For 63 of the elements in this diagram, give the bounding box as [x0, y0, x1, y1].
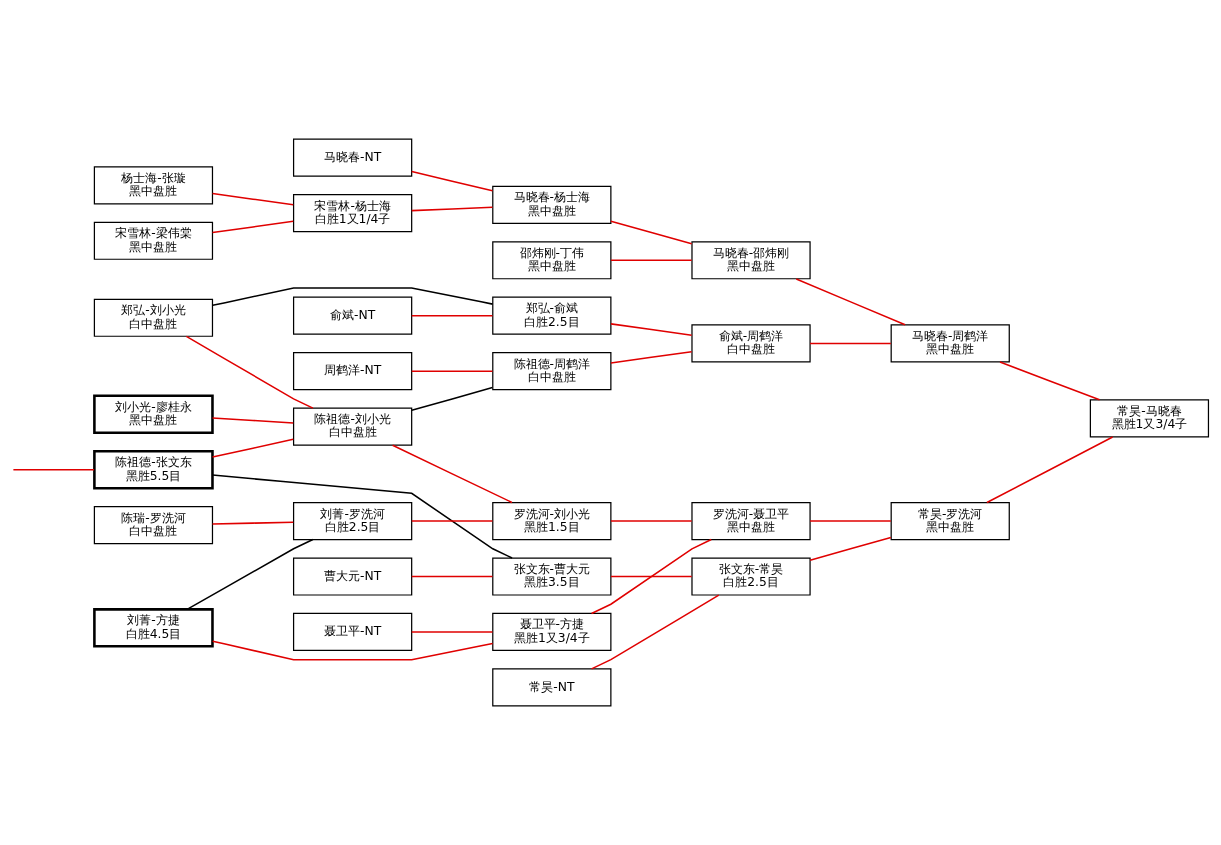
connector [411, 520, 494, 522]
connector [211, 220, 294, 234]
node-box: 马晓春-NT [292, 138, 413, 177]
node-box: 郑弘-俞斌 白胜2.5目 [492, 296, 612, 335]
connector [610, 575, 693, 578]
connector [590, 538, 713, 615]
node-box: 马晓春-邵炜刚 黑中盘胜 [691, 241, 811, 280]
connector [211, 521, 294, 525]
node-box: 郑弘-刘小光 白中盘胜 [93, 298, 214, 337]
connector [411, 370, 494, 372]
node-box: 俞斌-周鹤洋 白中盘胜 [691, 324, 811, 363]
connector [809, 536, 892, 561]
node-box: 宋雪林-梁伟棠 黑中盘胜 [93, 221, 214, 260]
node-box: 邵炜刚-丁伟 黑中盘胜 [492, 241, 612, 280]
connector [211, 474, 513, 559]
node-box: 刘菁-方捷 白胜4.5目 [93, 608, 214, 648]
connector [211, 640, 494, 661]
node-box: 聂卫平-NT [292, 612, 413, 652]
connector [211, 438, 294, 458]
connector [610, 259, 693, 262]
node-box: 马晓春-杨士海 黑中盘胜 [492, 185, 612, 224]
connector [186, 538, 314, 611]
connector [411, 575, 494, 578]
connector [211, 417, 294, 424]
connector [411, 170, 494, 192]
node-box: 马晓春-周鹤洋 黑中盘胜 [890, 324, 1010, 363]
node-box: 常昊-NT [492, 668, 612, 707]
connector [211, 287, 494, 307]
connector [411, 206, 494, 212]
connector [610, 350, 693, 364]
node-box: 张文东-常昊 白胜2.5目 [691, 557, 811, 596]
connector [795, 278, 906, 326]
node-box: 张文东-曹大元 黑胜3.5目 [492, 557, 612, 596]
connector [610, 220, 693, 245]
connector [999, 361, 1101, 401]
node-box: 陈祖德-张文东 黑胜5.5目 [93, 449, 214, 490]
connector [610, 520, 693, 522]
connector [809, 520, 892, 522]
connector [411, 386, 494, 412]
node-box: 陈祖德-刘小光 白中盘胜 [292, 407, 413, 446]
connector [411, 314, 494, 317]
node-box: 常昊-罗洗河 黑中盘胜 [890, 501, 1010, 541]
connector [211, 192, 294, 206]
connector [986, 436, 1114, 504]
node-box: 陈祖德-周鹤洋 白中盘胜 [492, 352, 612, 391]
connector [610, 323, 693, 336]
connector [12, 468, 95, 471]
connector [809, 342, 892, 345]
node-box: 周鹤洋-NT [292, 352, 413, 391]
connector [185, 335, 314, 409]
node-box: 常昊-马晓春 黑胜1又3/4子 [1089, 399, 1210, 438]
connector [391, 444, 513, 504]
connector [411, 631, 494, 633]
node-box: 俞斌-NT [292, 296, 413, 335]
node-box: 曹大元-NT [292, 557, 413, 596]
node-box: 宋雪林-杨士海 白胜1又1/4子 [292, 193, 413, 233]
node-box: 刘菁-罗洗河 白胜2.5目 [292, 501, 413, 541]
node-box: 罗洗河-刘小光 黑胜1.5目 [492, 501, 612, 541]
node-box: 刘小光-廖桂永 黑中盘胜 [93, 394, 214, 435]
node-box: 聂卫平-方捷 黑胜1又3/4子 [492, 612, 612, 652]
node-box: 陈瑞-罗洗河 白中盘胜 [93, 506, 214, 545]
node-box: 杨士海-张璇 黑中盘胜 [93, 166, 214, 205]
node-box: 罗洗河-聂卫平 黑中盘胜 [691, 501, 811, 541]
